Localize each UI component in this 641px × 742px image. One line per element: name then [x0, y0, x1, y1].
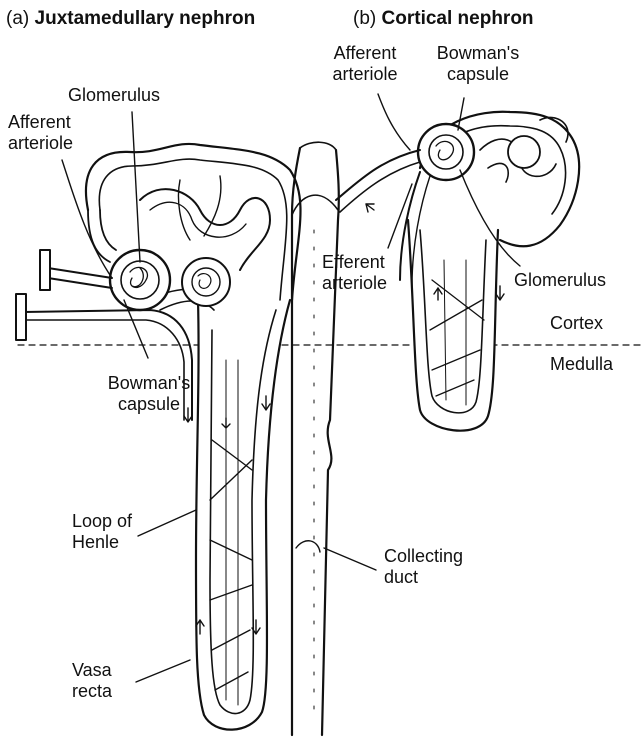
label-efferent-b-line2: arteriole	[322, 273, 387, 294]
label-medulla: Medulla	[550, 354, 613, 375]
label-afferent-arteriole-b: Afferent arteriole	[320, 43, 410, 85]
label-cortex: Cortex	[550, 313, 603, 334]
label-loop-line2: Henle	[72, 532, 132, 553]
label-vasa-line1: Vasa	[72, 660, 112, 681]
label-cortex-text: Cortex	[550, 313, 603, 333]
label-loop-line1: Loop of	[72, 511, 132, 532]
label-collecting-line1: Collecting	[384, 546, 463, 567]
label-bowmans-b-line2: capsule	[428, 64, 528, 85]
label-glomerulus-a-text: Glomerulus	[68, 85, 160, 105]
label-efferent-b-line1: Efferent	[322, 252, 387, 273]
label-vasa-recta: Vasa recta	[72, 660, 112, 702]
label-medulla-text: Medulla	[550, 354, 613, 374]
label-glomerulus-b: Glomerulus	[514, 270, 606, 291]
label-bowmans-capsule-b: Bowman's capsule	[428, 43, 528, 85]
label-afferent-b-line2: arteriole	[320, 64, 410, 85]
label-loop-of-henle: Loop of Henle	[72, 511, 132, 553]
label-vasa-line2: recta	[72, 681, 112, 702]
label-glomerulus-b-text: Glomerulus	[514, 270, 606, 290]
label-afferent-a-line2: arteriole	[8, 133, 73, 154]
label-bowmans-b-line1: Bowman's	[428, 43, 528, 64]
label-bowmans-a-line2: capsule	[104, 394, 194, 415]
juxtamedullary-nephron	[16, 144, 300, 730]
label-bowmans-capsule-a: Bowman's capsule	[104, 373, 194, 415]
label-efferent-arteriole-b: Efferent arteriole	[322, 252, 387, 294]
label-glomerulus-a: Glomerulus	[68, 85, 160, 106]
label-collecting-duct: Collecting duct	[384, 546, 463, 588]
label-collecting-line2: duct	[384, 567, 463, 588]
label-bowmans-a-line1: Bowman's	[104, 373, 194, 394]
label-afferent-b-line1: Afferent	[320, 43, 410, 64]
label-afferent-arteriole-a: Afferent arteriole	[8, 112, 73, 154]
label-afferent-a-line1: Afferent	[8, 112, 73, 133]
